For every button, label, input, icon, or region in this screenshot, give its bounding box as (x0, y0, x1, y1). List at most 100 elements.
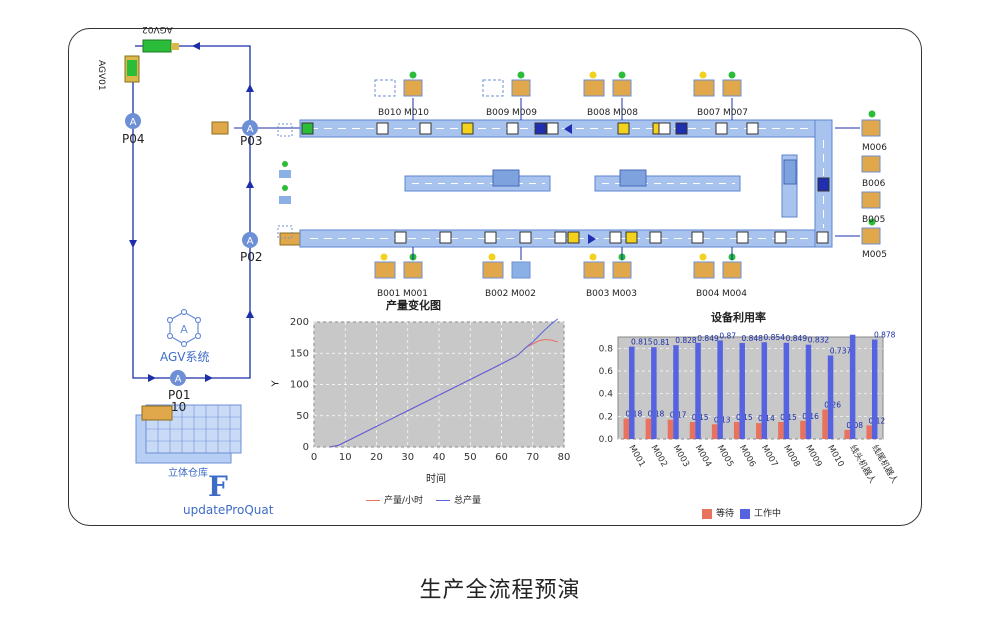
x-tick-label: 10 (339, 452, 352, 463)
y-tick-label: 200 (290, 317, 309, 328)
output-chart-grid (313, 321, 565, 448)
buffer-b001: B001 (377, 289, 401, 299)
y-tick-label: 50 (296, 411, 309, 422)
utilization-chart: 0.180.8150.180.810.170.8280.150.8490.130… (599, 330, 901, 485)
bar-value-label: 0.815 (631, 338, 653, 347)
middle-robots (492, 159, 797, 187)
bar-work (717, 340, 723, 439)
bar-wait (689, 422, 696, 439)
y-tick-label: 0.6 (599, 367, 614, 377)
bar-work (827, 355, 834, 439)
y-tick-label: 0.8 (599, 344, 614, 354)
bar-wait (822, 409, 828, 439)
category-label: M005 (715, 444, 735, 469)
output-chart-title: 产量变化图 (386, 299, 441, 312)
bar-work (805, 344, 812, 439)
machine-m005: M005 (862, 250, 887, 260)
bar-work (739, 342, 745, 439)
bar-work (651, 347, 657, 439)
bar-value-label: 0.832 (808, 336, 830, 345)
bar-work (695, 342, 701, 439)
category-label: M002 (649, 444, 669, 469)
bar-wait (866, 425, 872, 439)
output-chart-xlabel: 时间 (426, 474, 446, 485)
function-icon[interactable]: F (208, 470, 228, 503)
bar-value-label: 0.828 (675, 336, 697, 345)
bottom-station-icons (374, 253, 742, 279)
agv02-label: AGV02 (142, 24, 173, 34)
warehouse-icon[interactable] (135, 404, 242, 464)
svg-text:A: A (247, 236, 254, 247)
y-tick-label: 0.2 (599, 412, 613, 422)
machine-m007: M007 (723, 108, 748, 118)
bar-work (761, 342, 768, 439)
buffer-b010: B010 (378, 108, 402, 118)
utilization-chart-grid (618, 347, 883, 440)
bottom-pallets (394, 231, 829, 244)
buffer-b007: B007 (697, 108, 721, 118)
y-tick-label: 0.4 (599, 390, 614, 400)
x-tick-label: 0 (311, 452, 317, 463)
bar-value-label: 0.849 (786, 334, 808, 343)
category-label: M007 (759, 444, 779, 469)
bar-value-label: 0.737 (830, 346, 852, 355)
agv-loop-path (132, 45, 251, 379)
agv-point-p02[interactable]: A (242, 232, 258, 248)
buffer-b003: B003 (586, 289, 610, 299)
bar-work (629, 346, 635, 439)
category-label: M004 (693, 444, 713, 469)
bar-wait (800, 420, 806, 439)
bar-value-label: 0.854 (764, 333, 786, 342)
machine-m006: M006 (862, 143, 887, 153)
output-chart-series (329, 318, 559, 448)
category-label: M001 (626, 444, 646, 469)
utilization-chart-title: 设备利用率 (711, 311, 766, 324)
agv-point-p04[interactable]: A (125, 113, 141, 129)
x-tick-label: 50 (464, 452, 477, 463)
simulation-frame (68, 28, 922, 526)
legend-label: 等待 (716, 509, 735, 519)
output-legend-item-1: 产量/小时 (366, 493, 423, 506)
output-legend-item-2: 总产量 (436, 493, 481, 506)
category-label: M008 (781, 444, 801, 469)
agv-point-p01[interactable]: A (170, 370, 186, 386)
agv02-vehicle[interactable] (142, 39, 179, 53)
bar-value-label: 0.849 (697, 334, 719, 343)
svg-text:A: A (247, 124, 254, 135)
top-pallets (301, 122, 759, 135)
bar-work (871, 339, 878, 439)
p01-label: P01 (168, 388, 191, 402)
x-tick-label: 60 (495, 452, 508, 463)
page-caption: 生产全流程预演 (419, 578, 581, 603)
agv-point-p03[interactable]: A (242, 120, 258, 136)
x-tick-label: 20 (370, 452, 383, 463)
x-tick-label: 80 (558, 452, 571, 463)
conveyor-middle (404, 154, 798, 218)
bar-wait (756, 423, 762, 439)
pallet-near-p03 (211, 121, 229, 135)
legend-label: 工作中 (754, 509, 782, 519)
agv01-vehicle[interactable] (124, 55, 140, 83)
buffer-b004: B004 (696, 289, 720, 299)
legend-label: 总产量 (454, 496, 482, 506)
bar-value-label: 0.878 (874, 330, 896, 339)
utilization-chart-bars: 0.180.8150.180.810.170.8280.150.8490.130… (623, 330, 896, 439)
machine-m002: M002 (511, 289, 536, 299)
bar-wait (733, 422, 740, 439)
machine-m009: M009 (512, 108, 537, 118)
conveyor-direction-arrow (564, 124, 572, 134)
category-label: M009 (803, 444, 823, 469)
station-connectors (412, 98, 733, 260)
x-tick-label: 70 (526, 452, 539, 463)
y-tick-label: 0.0 (599, 435, 614, 445)
buffer-b008: B008 (587, 108, 611, 118)
legend-line-red (366, 500, 380, 501)
y-tick-label: 100 (290, 380, 309, 391)
svg-text:A: A (130, 117, 137, 128)
function-label[interactable]: updateProQuat (183, 503, 274, 517)
machine-m003: M003 (612, 289, 637, 299)
machine-m010: M010 (404, 108, 429, 118)
